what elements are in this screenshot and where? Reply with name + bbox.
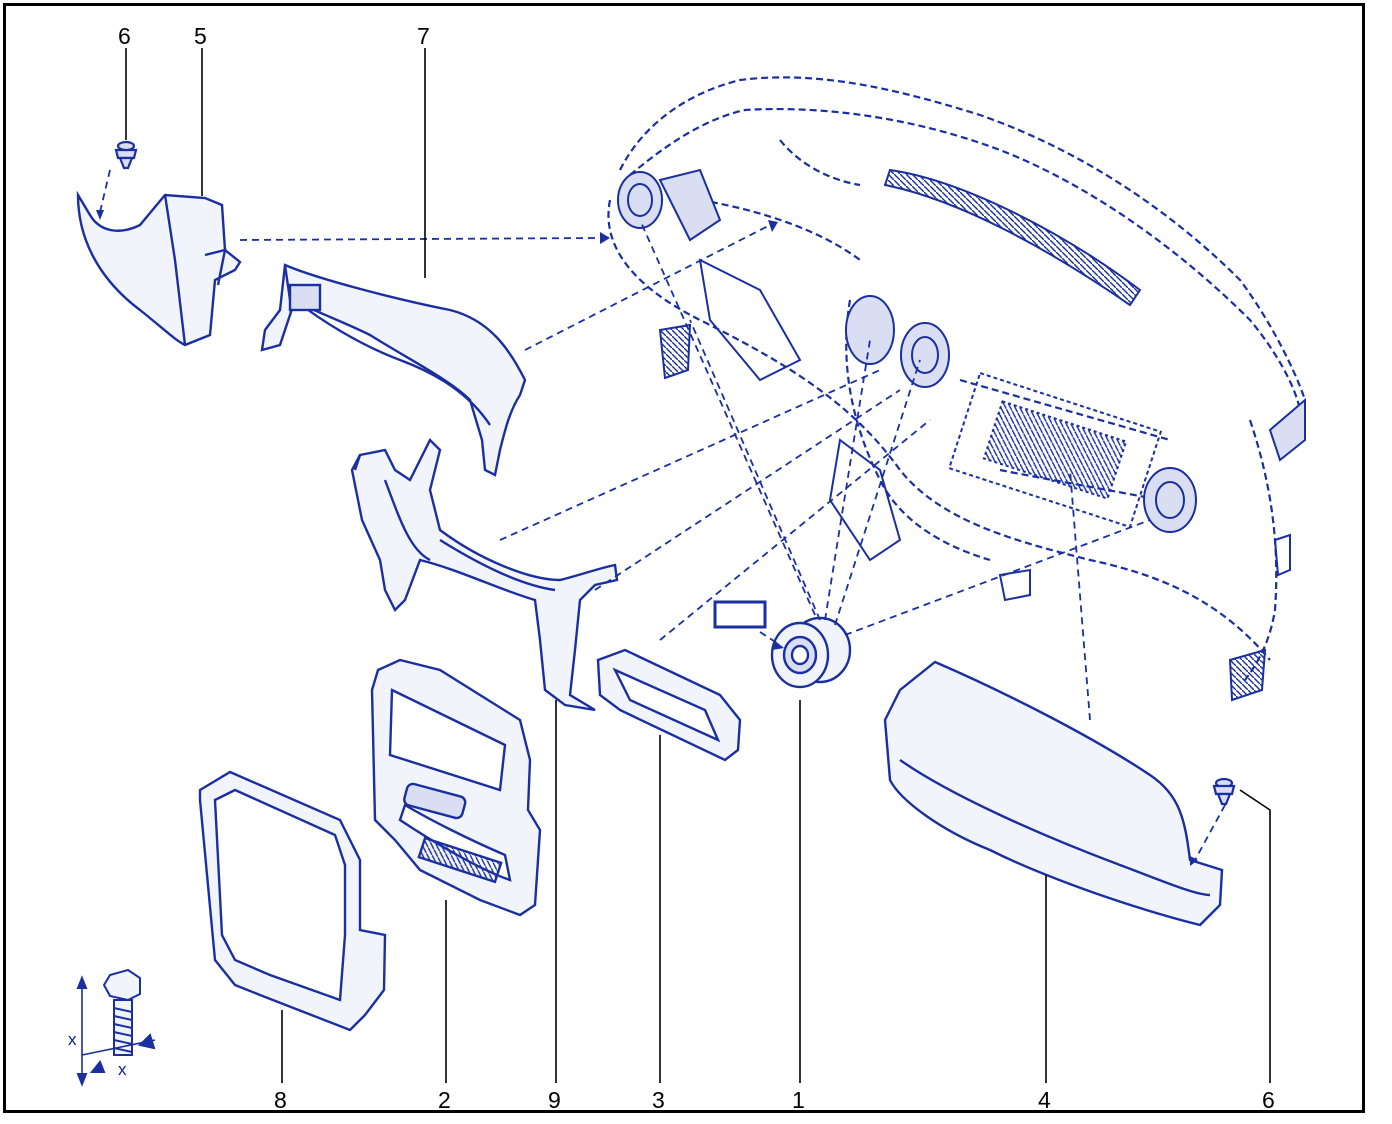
part-4-glovebox-lid <box>883 660 1224 927</box>
part-2-center-panel <box>370 658 542 917</box>
dimension-height-label: x <box>68 1030 77 1049</box>
callout-6-right: 6 <box>1262 1087 1275 1113</box>
part-7-instrument-hood <box>260 263 527 477</box>
assembly-arrows <box>96 210 1198 866</box>
callout-7: 7 <box>417 23 430 49</box>
part-5-column-cover <box>76 190 242 347</box>
part-8-surround-frame <box>198 770 387 1032</box>
callout-3: 3 <box>652 1087 665 1113</box>
part-1-round-vent <box>713 600 852 689</box>
part-9-console-trim <box>350 437 619 712</box>
dashboard-details <box>617 168 1306 702</box>
dimension-width-label: x <box>118 1060 127 1079</box>
part-6-clip-right <box>1212 777 1236 806</box>
part-3-bracket <box>596 648 742 762</box>
callout-1: 1 <box>792 1087 805 1113</box>
part-6-clip-top <box>114 140 138 170</box>
callout-2: 2 <box>438 1087 451 1113</box>
callout-6-top: 6 <box>118 23 131 49</box>
bolt-dimension-symbol <box>76 968 156 1087</box>
callout-8: 8 <box>274 1087 287 1113</box>
dashboard-assembly <box>607 76 1307 681</box>
callout-4: 4 <box>1038 1087 1051 1113</box>
callout-5: 5 <box>194 23 207 49</box>
callout-9: 9 <box>548 1087 561 1113</box>
assembly-lines <box>99 169 1226 861</box>
callout-labels: 6 5 7 8 2 9 3 1 4 6 <box>118 23 1275 1113</box>
callout-leaders <box>125 48 1271 1083</box>
